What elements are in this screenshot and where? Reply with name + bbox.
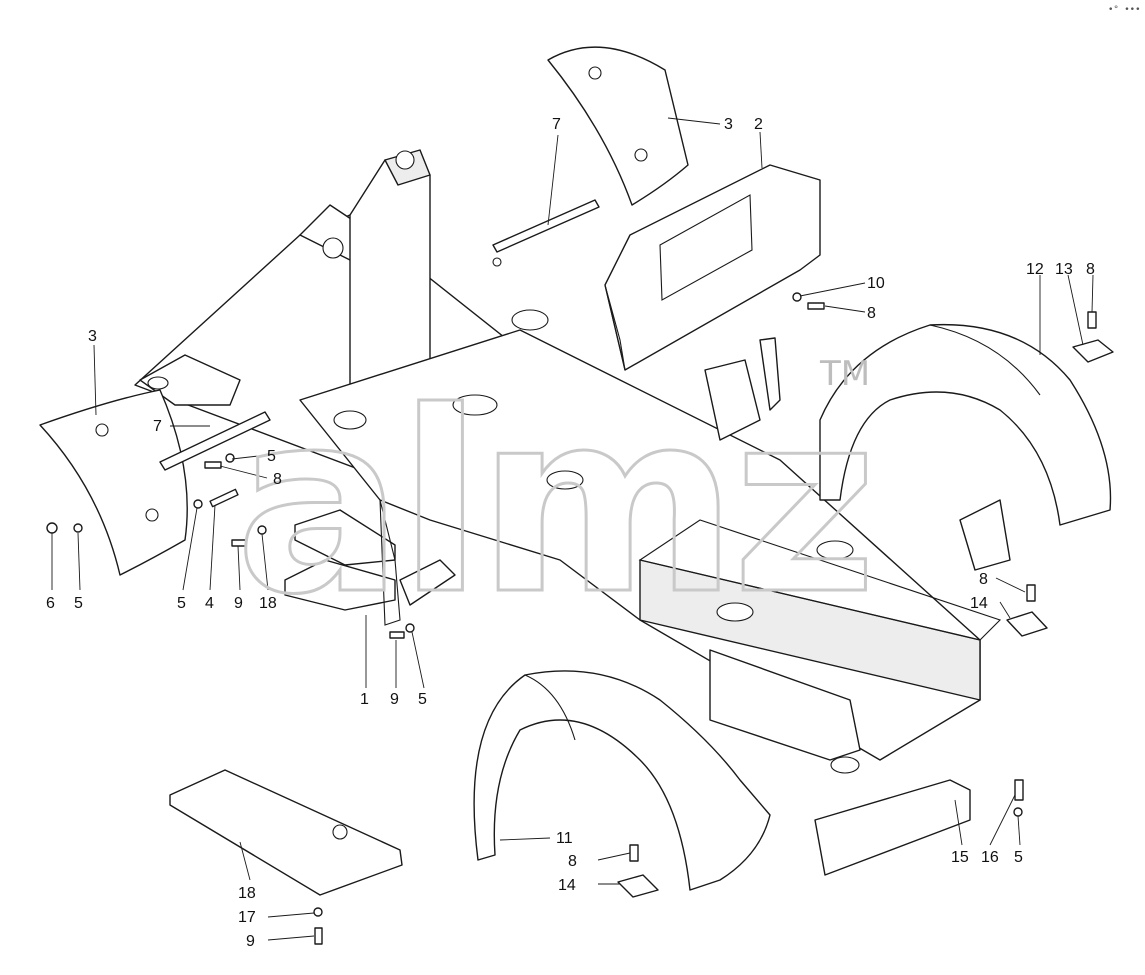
part-13-pad	[1072, 339, 1114, 363]
callout-7-top: 7	[552, 116, 561, 133]
callout-5-left: 5	[74, 595, 83, 612]
callout-6: 6	[46, 595, 55, 612]
main-frame	[134, 149, 1002, 774]
leader-lines	[51, 117, 1094, 941]
part-3-plate-left	[39, 389, 188, 576]
callout-9-mid: 9	[390, 691, 399, 708]
callout-5-upper: 5	[267, 448, 276, 465]
callout-18-lower: 18	[238, 885, 256, 902]
callout-14-lower: 14	[558, 877, 576, 894]
part-18-floor-plate	[169, 769, 403, 896]
callout-12: 12	[1026, 261, 1044, 278]
part-7-rod-left	[159, 411, 271, 471]
part-12-fender	[819, 323, 1112, 571]
callout-8-left: 8	[273, 471, 282, 488]
callout-16: 16	[981, 849, 999, 866]
callout-5-right: 5	[1014, 849, 1023, 866]
callout-17: 17	[238, 909, 256, 926]
callout-7-left: 7	[153, 418, 162, 435]
part-2-panel	[604, 164, 821, 371]
callout-4: 4	[205, 595, 214, 612]
part-14-pad-right	[1006, 611, 1048, 637]
callout-5-mid: 5	[177, 595, 186, 612]
part-11-fender	[473, 670, 771, 891]
svg-text:TM: TM	[819, 354, 870, 394]
callout-1: 1	[360, 691, 369, 708]
callout-9-left: 9	[234, 595, 243, 612]
callout-10: 10	[867, 275, 885, 292]
callout-18-left: 18	[259, 595, 277, 612]
callout-labels: 3 2 7 3 7 10 8 12 13 8 8 14 5 8 6 5 5 4 …	[46, 116, 1095, 950]
part-1-step	[284, 499, 456, 626]
callout-8-top: 8	[867, 305, 876, 322]
callout-11: 11	[556, 830, 573, 847]
svg-text:almz: almz	[235, 358, 871, 649]
callout-2: 2	[754, 116, 763, 133]
callout-15: 15	[951, 849, 969, 866]
part-3-plate-top	[547, 46, 689, 206]
part-14-pad-lower	[617, 874, 659, 898]
part-7-rod-top	[492, 199, 600, 267]
callout-3-top: 3	[724, 116, 733, 133]
fasteners	[46, 292, 1097, 945]
callout-3-left: 3	[88, 328, 97, 345]
callout-13: 13	[1055, 261, 1073, 278]
watermark: almz TM	[234, 354, 879, 651]
callout-5-step: 5	[418, 691, 427, 708]
callout-8-right-top: 8	[1086, 261, 1095, 278]
callout-8-lower: 8	[568, 853, 577, 870]
part-15-bracket	[814, 779, 971, 876]
corner-mark: •° •••	[1108, 5, 1141, 15]
callout-14-right: 14	[970, 595, 988, 612]
callout-8-right-mid: 8	[979, 571, 988, 588]
callout-9-lower: 9	[246, 933, 255, 950]
